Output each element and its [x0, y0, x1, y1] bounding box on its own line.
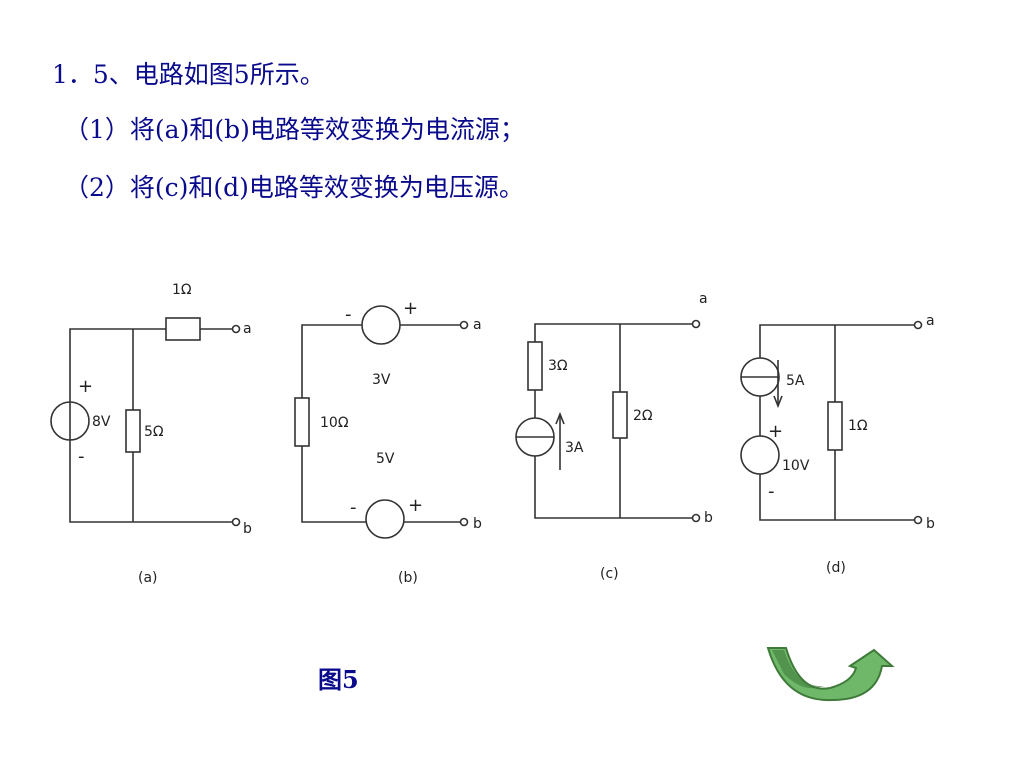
label-terminal-a: a: [243, 321, 252, 337]
label-terminal-a: a: [473, 317, 482, 333]
problem-line-2: （1）将(a)和(b)电路等效变换为电流源；: [64, 115, 525, 144]
label-circuit-d: (d): [826, 560, 846, 576]
wire: [759, 324, 914, 358]
terminal-a: [913, 320, 923, 330]
circuit-c: [515, 319, 701, 523]
wire: [759, 474, 914, 521]
wire: [534, 456, 692, 519]
label-10ohm: 10Ω: [320, 415, 349, 431]
arrow-shadow: [772, 650, 824, 689]
label-3a: 3A: [565, 440, 584, 456]
terminal-b: [913, 515, 923, 525]
label-terminal-b: b: [926, 516, 935, 532]
problem-line-3: （2）将(c)和(d)电路等效变换为电压源。: [64, 173, 524, 202]
label-circuit-a: (a): [138, 570, 158, 586]
label-plus: +: [768, 421, 783, 442]
terminal-b: [691, 513, 701, 523]
label-minus-top: -: [345, 304, 352, 325]
resistor-5ohm: [125, 409, 141, 453]
terminal-a: [231, 324, 241, 334]
label-1ohm: 1Ω: [172, 282, 192, 298]
label-circuit-c: (c): [600, 566, 619, 582]
next-slide-button[interactable]: [764, 644, 898, 704]
problem-line-1: 1．5、电路如图5所示。: [52, 60, 325, 89]
circuit-a: [50, 317, 241, 527]
terminal-b: [231, 517, 241, 527]
label-3v: 3V: [372, 372, 391, 388]
resistor-1ohm: [827, 401, 843, 451]
circuit-b: [294, 305, 469, 539]
label-5ohm: 5Ω: [144, 424, 164, 440]
current-arrow-head: [773, 395, 783, 409]
resistor-3ohm: [527, 341, 543, 391]
label-minus-bottom: -: [350, 497, 357, 518]
current-arrow-head: [555, 411, 565, 425]
label-minus: -: [768, 481, 775, 502]
next-arrow-icon: [766, 647, 895, 702]
label-circuit-b: (b): [398, 570, 418, 586]
wire: [301, 324, 362, 398]
wire: [69, 328, 166, 402]
label-terminal-b: b: [704, 510, 713, 526]
terminal-b: [459, 517, 469, 527]
voltage-source-5v: [365, 499, 405, 539]
label-2ohm: 2Ω: [633, 408, 653, 424]
label-terminal-a: a: [926, 313, 935, 329]
label-plus-top: +: [403, 298, 418, 319]
label-5a: 5A: [786, 373, 805, 389]
voltage-source-3v: [361, 305, 401, 345]
resistor-1ohm: [165, 317, 201, 341]
terminal-a: [691, 319, 701, 329]
terminal-a: [459, 320, 469, 330]
label-terminal-b: b: [243, 521, 252, 537]
label-terminal-b: b: [473, 516, 482, 532]
label-5v: 5V: [376, 451, 395, 467]
wire: [69, 440, 232, 523]
label-plus: +: [78, 376, 93, 397]
wire: [301, 446, 366, 523]
label-plus-bottom: +: [408, 495, 423, 516]
label-10v: 10V: [782, 458, 810, 474]
label-1ohm: 1Ω: [848, 418, 868, 434]
label-minus: -: [78, 446, 85, 467]
resistor-2ohm: [612, 391, 628, 439]
label-3ohm: 3Ω: [548, 358, 568, 374]
label-8v: 8V: [92, 414, 111, 430]
figure-caption: 图5: [318, 665, 359, 694]
label-terminal-a: a: [699, 291, 708, 307]
wire: [534, 323, 692, 342]
resistor-10ohm: [294, 397, 310, 447]
circuit-d: [740, 320, 923, 525]
